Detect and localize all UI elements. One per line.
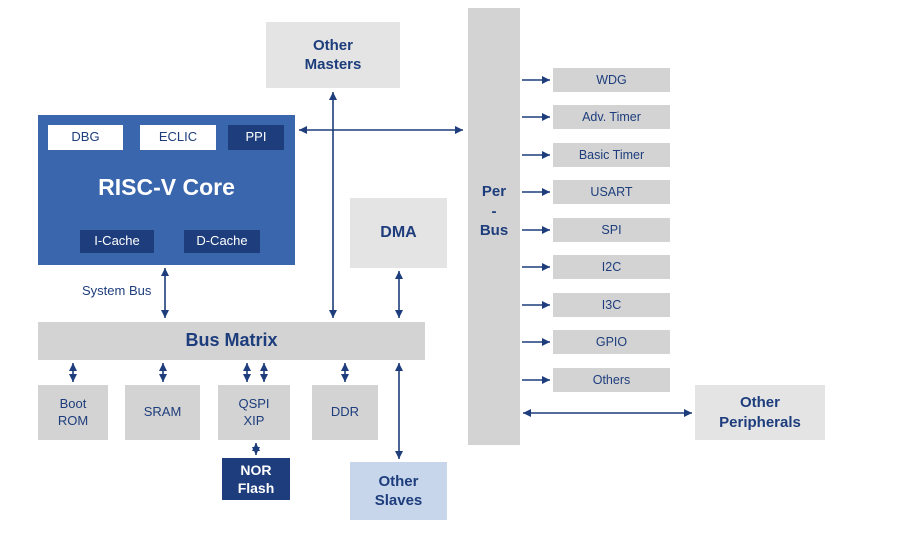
other-peripherals-block: Other Peripherals: [695, 385, 825, 440]
sram-block: SRAM: [125, 385, 200, 440]
ppi-block: PPI: [228, 125, 284, 150]
peripheral-others: Others: [553, 368, 670, 392]
qspi-xip-block: QSPI XIP: [218, 385, 290, 440]
per-bus-block: Per - Bus: [468, 8, 520, 445]
bus-matrix-block: Bus Matrix: [38, 322, 425, 360]
peripheral-i3c: I3C: [553, 293, 670, 317]
peripheral-adv-timer: Adv. Timer: [553, 105, 670, 129]
other-masters-block: Other Masters: [266, 22, 400, 88]
nor-flash-block: NOR Flash: [222, 458, 290, 500]
peripheral-i2c: I2C: [553, 255, 670, 279]
riscv-core-title: RISC-V Core: [98, 174, 235, 201]
peripheral-basic-timer: Basic Timer: [553, 143, 670, 167]
peripheral-usart: USART: [553, 180, 670, 204]
icache-block: I-Cache: [80, 230, 154, 253]
peripheral-gpio: GPIO: [553, 330, 670, 354]
ddr-block: DDR: [312, 385, 378, 440]
peripheral-wdg: WDG: [553, 68, 670, 92]
eclic-block: ECLIC: [140, 125, 216, 150]
system-bus-label: System Bus: [82, 283, 152, 298]
boot-rom-block: Boot ROM: [38, 385, 108, 440]
other-slaves-block: Other Slaves: [350, 462, 447, 520]
dbg-block: DBG: [48, 125, 123, 150]
peripheral-spi: SPI: [553, 218, 670, 242]
dma-block: DMA: [350, 198, 447, 268]
dcache-block: D-Cache: [184, 230, 260, 253]
